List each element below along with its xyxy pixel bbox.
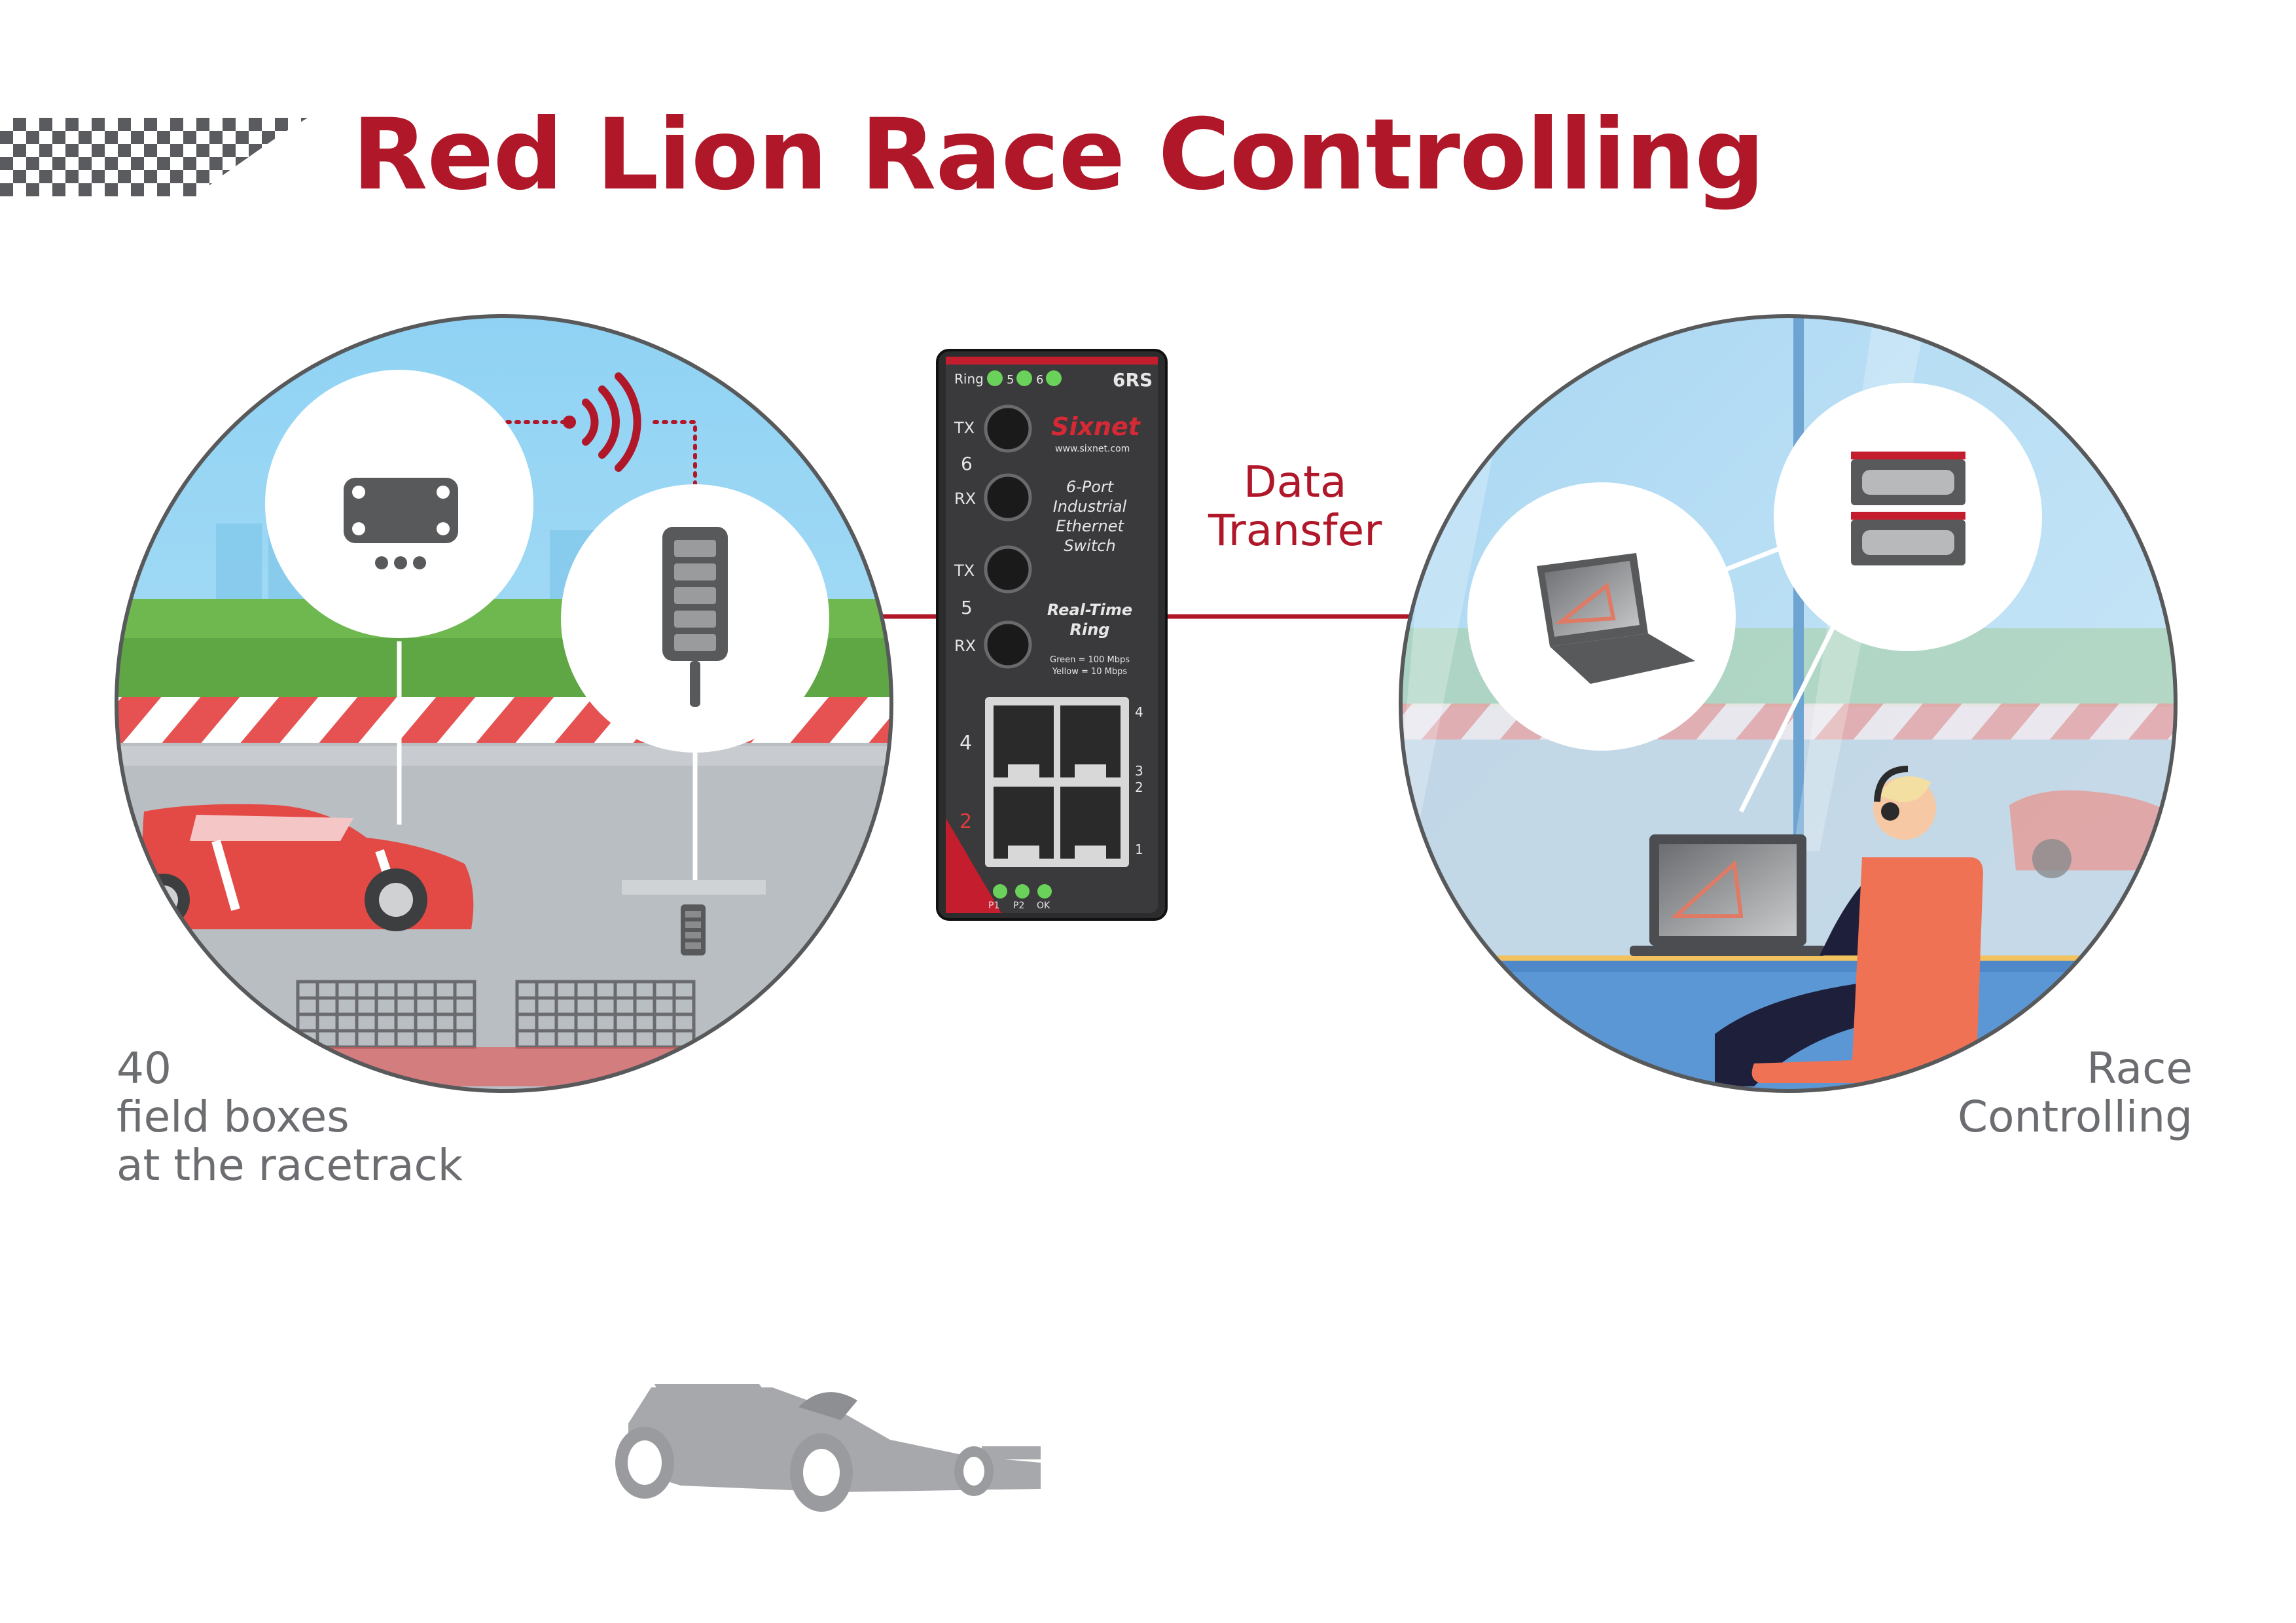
page-title: Red Lion Race Controlling <box>352 98 1765 212</box>
rj45-side-label-2: 2 <box>960 810 972 833</box>
callout-leader-server <box>1738 601 1848 813</box>
switch-desc-2: Industrial <box>1053 497 1127 516</box>
switch-led-label-6: 6 <box>1036 373 1043 387</box>
rj45-right-label-4: 4 <box>1135 704 1143 720</box>
formula-car-icon <box>615 1384 1041 1512</box>
field-boxes-caption-line1: 40 <box>117 1043 171 1094</box>
data-transfer-line2: Transfer <box>1208 505 1382 556</box>
fiber-port-5[interactable]: TX 5 RX <box>954 545 1032 669</box>
server-stack-icon <box>1851 452 1965 565</box>
rj45-right-label-1: 1 <box>1135 842 1143 857</box>
race-car-icon <box>137 804 474 931</box>
data-transfer-label: Data Transfer <box>1208 458 1382 555</box>
fiber-6-tx: TX <box>954 419 975 437</box>
field-box-sensor-icon <box>344 478 458 569</box>
switch-ring-label-1: Real-Time <box>1047 601 1132 619</box>
fiber-5-tx: TX <box>954 562 975 580</box>
rj45-side-label-4: 4 <box>960 732 972 755</box>
field-boxes-caption: 40 field boxes at the racetrack <box>117 1044 463 1190</box>
race-controlling-caption-line1: Race <box>2087 1043 2193 1094</box>
switch-led-label-ring: Ring <box>954 371 984 387</box>
field-box-sensor-callout <box>265 370 533 638</box>
switch-website: www.sixnet.com <box>1055 444 1130 454</box>
switch-led-p2: P2 <box>1013 901 1024 911</box>
rj45-right-label-2: 2 <box>1135 779 1143 795</box>
switch-desc-1: 6-Port <box>1066 478 1115 496</box>
switch-brand: Sixnet <box>1051 412 1141 441</box>
switch-speed-legend-2: Yellow = 10 Mbps <box>1052 667 1128 677</box>
switch-speed-legend-1: Green = 100 Mbps <box>1050 655 1130 665</box>
fiber-6-rx: RX <box>954 490 976 508</box>
fiber-port-6[interactable]: TX 6 RX <box>954 404 1032 522</box>
switch-led-ok: OK <box>1037 901 1050 911</box>
laptop-icon <box>1537 553 1695 684</box>
laptop-callout <box>1467 482 1736 751</box>
fiber-6-number: 6 <box>961 453 973 474</box>
switch-desc-4: Switch <box>1064 537 1115 555</box>
fiber-5-number: 5 <box>961 597 973 618</box>
field-box-unit-callout <box>561 484 829 753</box>
switch-led-p1: P1 <box>988 901 999 911</box>
rj45-right-label-3: 3 <box>1135 763 1143 779</box>
checkered-flag-icon <box>0 118 308 196</box>
switch-desc-3: Ethernet <box>1056 517 1124 535</box>
race-controlling-caption: Race Controlling <box>1958 1044 2193 1141</box>
data-transfer-line1: Data <box>1243 457 1347 507</box>
switch-model: 6RS <box>1113 369 1153 391</box>
ethernet-switch-icon: Ring 5 6 6RS Sixnet www.sixnet.com 6-Por… <box>936 349 1168 921</box>
server-callout <box>1774 383 2042 651</box>
race-controlling-caption-line2: Controlling <box>1958 1092 2193 1142</box>
field-boxes-caption-line2: field boxes <box>117 1092 350 1142</box>
field-boxes-caption-line3: at the racetrack <box>117 1140 463 1190</box>
control-room-scene <box>1399 314 2178 1093</box>
wireless-signal-icon <box>563 372 641 472</box>
switch-led-label-5: 5 <box>1007 373 1014 387</box>
rj45-port-grid[interactable] <box>985 697 1129 867</box>
field-box-unit-icon <box>662 527 728 707</box>
switch-ring-label-2: Ring <box>1070 620 1110 639</box>
fiber-5-rx: RX <box>954 637 976 655</box>
